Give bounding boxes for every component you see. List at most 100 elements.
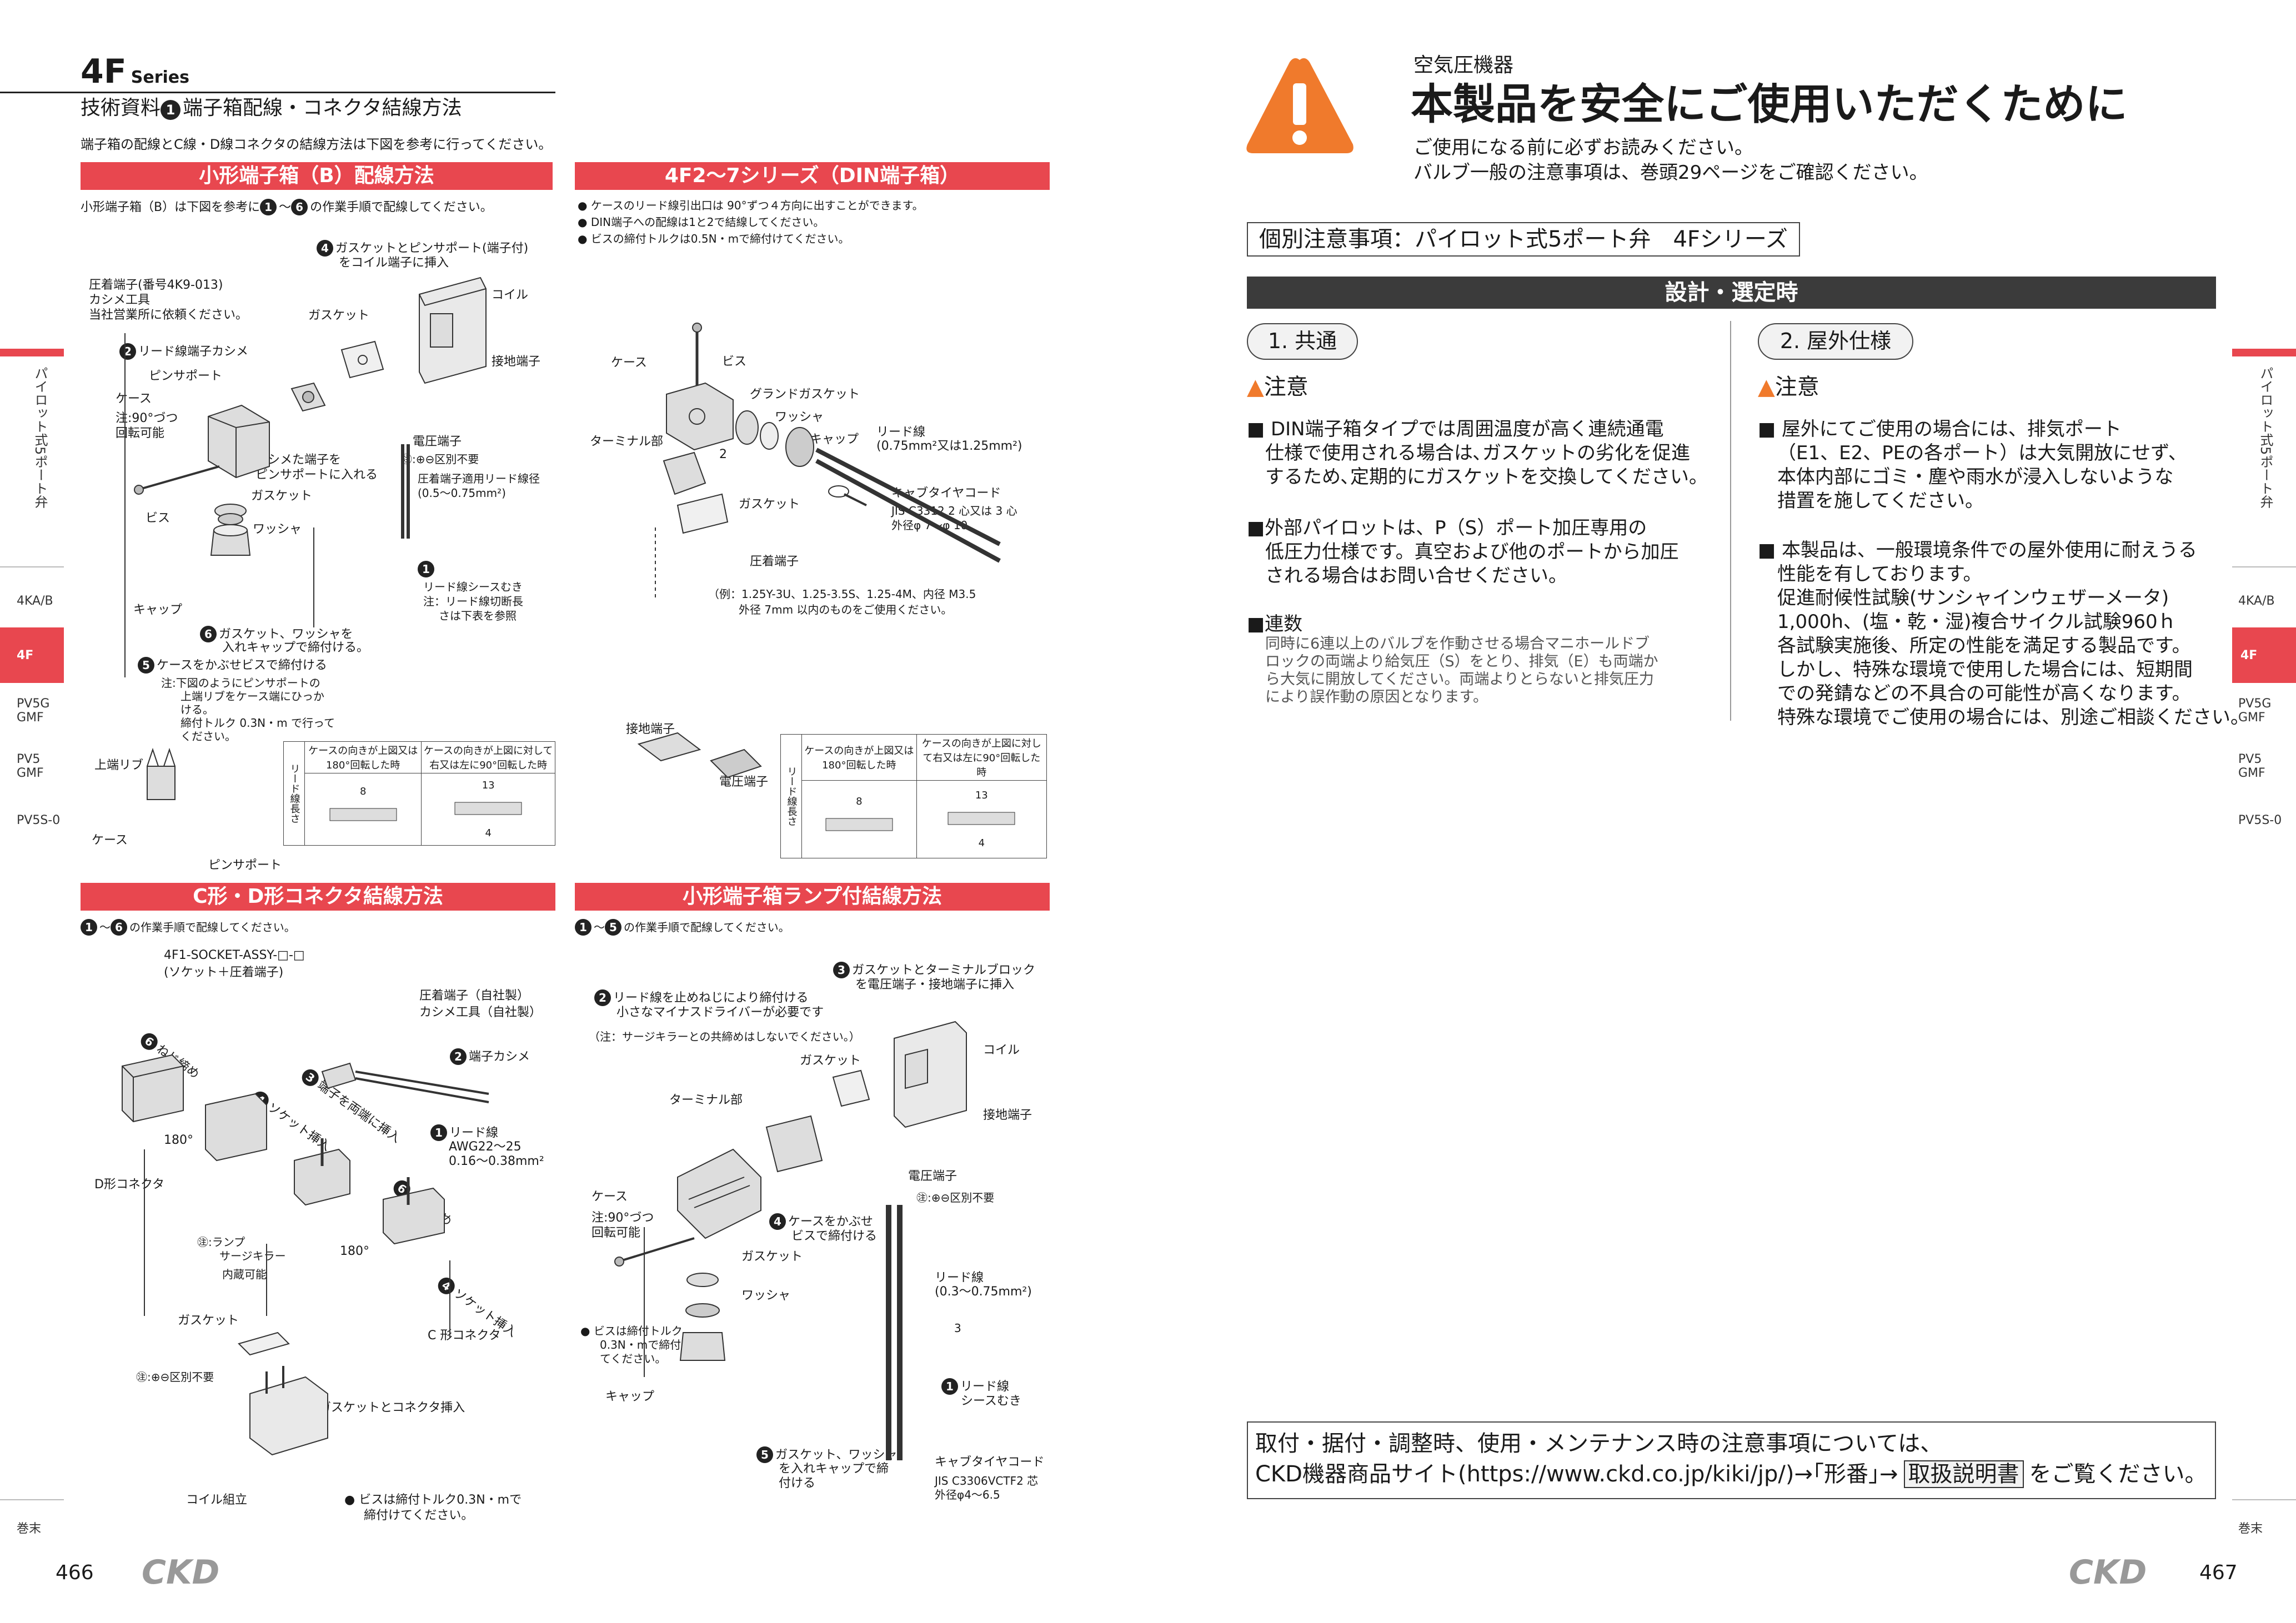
col2-item1-line2: （E1、E2、PEの各ポート）は大気開放にせず、 bbox=[1777, 442, 2187, 464]
din-label-ground: 接地端子 bbox=[626, 722, 675, 736]
right-tab-pv5g[interactable]: PV5G GMF bbox=[2238, 697, 2272, 725]
cd-label-deg-a: 180° bbox=[164, 1133, 193, 1147]
lamp-label-polarity: ㊟:⊕⊖区別不要 bbox=[916, 1191, 995, 1204]
col2-item2-line6: しかし、特殊な環境で使用した場合には、短期間 bbox=[1777, 659, 2193, 681]
b-label-cap: キャップ bbox=[133, 603, 183, 617]
left-tab-4kab[interactable]: 4KA/B bbox=[17, 594, 53, 608]
cd-label-step1b: AWG22〜25 bbox=[449, 1140, 522, 1154]
b-label-cut2: (0.5〜0.75mm²) bbox=[418, 486, 506, 500]
b-label-polarity: ㊟:⊕⊖区別不要 bbox=[401, 453, 479, 466]
cd-label-gasket: ガスケット bbox=[178, 1314, 239, 1328]
din-example1: （例：1.25Y-3U、1.25-3.5S、1.25-4M、内径 M3.5 bbox=[708, 587, 976, 601]
right-tab-4kab[interactable]: 4KA/B bbox=[2238, 594, 2275, 608]
b-label-pin2: ピンサポート bbox=[208, 858, 282, 872]
cd-label-deg-b: 180° bbox=[340, 1244, 369, 1258]
col1-caution: ▲注意 bbox=[1247, 374, 1309, 400]
col2-item2-line4: 1,000h、(塩・乾・湿)複合サイクル試験960ｈ bbox=[1777, 611, 2177, 633]
b-label-pin: ピンサポート bbox=[149, 369, 223, 383]
b-label-maker: 当社営業所に依頼ください。 bbox=[89, 308, 248, 322]
specific-title: 個別注意事項：パイロット式5ポート弁 4Fシリーズ bbox=[1247, 222, 1800, 257]
right-page-number: 467 bbox=[2199, 1561, 2238, 1584]
b-note5d: 締付トルク 0.3N・m で行って bbox=[181, 716, 335, 730]
col1-item2-line3: される場合はお問い合せください。 bbox=[1265, 565, 1567, 587]
col1-item1-line2: 仕様で使用される場合は､ガスケットの劣化を促進 bbox=[1265, 442, 1690, 464]
b-label-gasket2: ガスケット bbox=[308, 309, 370, 323]
col2-item2-line3: 促進耐候性試験(サンシャインウェザーメータ) bbox=[1777, 587, 2169, 609]
lamp-label-gasket2: ガスケット bbox=[741, 1250, 803, 1264]
left-tab-accent bbox=[0, 349, 64, 356]
din-label-screw: ビス bbox=[722, 355, 747, 369]
left-page-number: 466 bbox=[56, 1561, 94, 1584]
din-label-washer: ワッシャ bbox=[775, 410, 824, 424]
left-ckd-logo: CKD bbox=[142, 1553, 220, 1592]
lamp-label-coil: コイル bbox=[983, 1043, 1020, 1057]
din-lead-table: リード線長さ ケースの向きが上図又は180°回転した時ケースの向きが上図に対して… bbox=[780, 734, 1047, 858]
cd-label-coil: コイル組立 bbox=[186, 1493, 248, 1507]
cd-label-step1c: 0.16〜0.38mm² bbox=[449, 1154, 544, 1168]
right-sub1: ご使用になる前に必ずお読みください。 bbox=[1413, 137, 1753, 159]
left-tab-pv5s[interactable]: PV5S-0 bbox=[17, 813, 61, 827]
din-label-cap: キャップ bbox=[810, 433, 859, 446]
right-sub2: バルブ一般の注意事項は、巻頭29ページをご確認ください。 bbox=[1413, 162, 1928, 184]
lamp-label-torque3: てください。 bbox=[600, 1352, 666, 1365]
col1-item3-line2: ロックの両端より給気圧（S）をとり、排気（E）も両端か bbox=[1265, 653, 1658, 670]
b-label-step1c: さは下表を参照 bbox=[439, 609, 517, 622]
left-tab-pv5[interactable]: PV5 GMF bbox=[17, 752, 44, 780]
lamp-label-step5c: 付ける bbox=[779, 1476, 816, 1490]
lamp-label-voltage: 電圧端子 bbox=[908, 1169, 957, 1183]
din-label-n2: 2 bbox=[719, 448, 727, 461]
cd-label-d: D形コネクタ bbox=[94, 1178, 165, 1192]
right-tab-4f[interactable]: 4F bbox=[2232, 627, 2296, 683]
right-tab-pv5[interactable]: PV5 GMF bbox=[2238, 752, 2265, 780]
b-label-voltage: 電圧端子 bbox=[413, 435, 462, 449]
lamp-label-step5b: を入れキャップで締 bbox=[779, 1462, 889, 1476]
left-tab-end[interactable]: 巻末 bbox=[17, 1522, 42, 1536]
caution-icon-2: ▲ bbox=[1758, 374, 1775, 400]
left-tab-pv5g[interactable]: PV5G GMF bbox=[17, 697, 50, 725]
right-tab-pv5s[interactable]: PV5S-0 bbox=[2238, 813, 2282, 827]
lamp-diagram bbox=[614, 1021, 967, 1460]
b-label-case2: ケース bbox=[92, 833, 128, 847]
col1-item3-head: ■連数 bbox=[1247, 613, 1303, 635]
lamp-label-step1b: シースむき bbox=[961, 1394, 1021, 1408]
b-label-rib: 上端リブ bbox=[94, 758, 144, 772]
b-label-step1b: 注：リード線切断長 bbox=[423, 595, 523, 608]
lamp-label-washer: ワッシャ bbox=[741, 1289, 791, 1303]
b-label-washer: ワッシャ bbox=[253, 522, 302, 536]
cd-label-note2: 締付けてください。 bbox=[364, 1509, 474, 1522]
footer-box bbox=[1247, 1421, 2216, 1499]
din-bullet-3: ● ビスの締付トルクは0.5N・mで締付けてください。 bbox=[578, 232, 850, 245]
col2-item2-line8: 特殊な環境でご使用の場合には、別途ご相談ください。 bbox=[1777, 706, 2249, 728]
lamp-label-dim: 3 bbox=[954, 1321, 961, 1335]
cd-label-note1: ● ビスは締付トルク0.3N・mで bbox=[344, 1493, 522, 1507]
col1-item3-line1: 同時に6連以上のバルブを作動させる場合マニホールドブ bbox=[1265, 635, 1650, 652]
left-tab-4f[interactable]: 4F bbox=[0, 627, 64, 683]
right-tab-accent bbox=[2232, 349, 2296, 356]
lamp-label-step4b: ビスで締付ける bbox=[791, 1229, 878, 1243]
col2-item2-line2: 性能を有しております。 bbox=[1777, 563, 1982, 585]
cd-label-lamp1: ㊟:ランプ bbox=[197, 1235, 245, 1249]
manual-link[interactable]: 取扱説明書 bbox=[1903, 1460, 2024, 1488]
column-divider bbox=[1730, 321, 1731, 721]
b-label-screw: ビス bbox=[146, 511, 171, 525]
b-label-crimp: 圧着端子(番号4K9-013) bbox=[89, 278, 223, 292]
right-tab-end[interactable]: 巻末 bbox=[2238, 1522, 2263, 1536]
col1-item1-line1: ■ DIN端子箱タイプでは周囲温度が高く連続通電 bbox=[1247, 418, 1664, 440]
col2-item1-line1: ■ 屋外にてご使用の場合には、排気ポート bbox=[1758, 418, 2122, 440]
cd-label-assy2: (ソケット＋圧着端子) bbox=[164, 966, 284, 979]
b-label-step1a: リード線シースむき bbox=[423, 580, 523, 594]
b-note5a: 注:下図のようにピンサポートの bbox=[161, 676, 320, 690]
col2-caution: ▲注意 bbox=[1758, 374, 1819, 400]
b-label-gasket: ガスケット bbox=[251, 489, 313, 503]
lamp-label-od: 外径φ4〜6.5 bbox=[935, 1488, 1000, 1501]
lamp-label-step3b: を電圧端子・接地端子に挿入 bbox=[855, 978, 1015, 992]
intro-text: 端子箱の配線とC線・D線コネクタの結線方法は下図を参考に行ってください。 bbox=[81, 137, 552, 152]
